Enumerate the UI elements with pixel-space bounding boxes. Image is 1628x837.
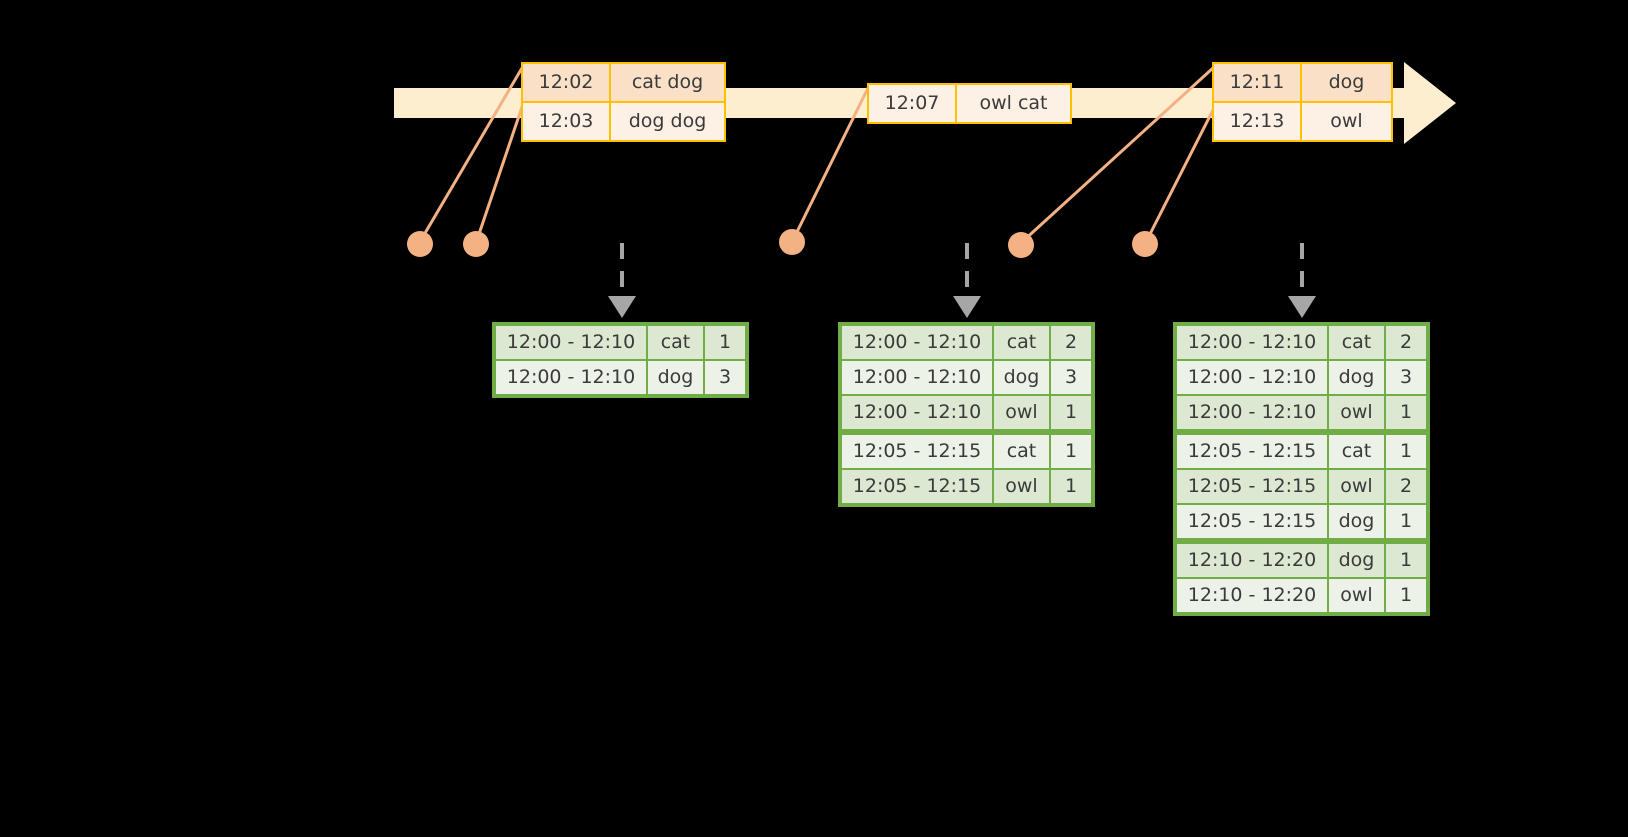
dashed-arrow-head-3 [1288, 296, 1316, 318]
cell-count: 1 [1386, 396, 1426, 429]
cell-window: 12:05 - 12:15 [1177, 470, 1327, 503]
event-time: 12:02 [523, 64, 611, 101]
event-row: 12:02 cat dog [523, 64, 724, 101]
cell-count: 1 [1386, 544, 1426, 577]
event-words: dog dog [628, 110, 707, 132]
cell-window: 12:05 - 12:15 [1177, 505, 1327, 538]
cell-word: dog [1329, 544, 1384, 577]
event-words: cat dog [631, 71, 704, 93]
cell-word: owl [994, 396, 1049, 429]
cell-window: 12:00 - 12:10 [496, 361, 646, 394]
cell-count: 3 [705, 361, 745, 394]
cell-count: 1 [1386, 579, 1426, 612]
cell-word: owl [994, 470, 1049, 503]
event-row: 12:13 owl [1214, 101, 1391, 140]
cell-word: cat [1329, 326, 1384, 359]
window-group-separator [1176, 430, 1427, 434]
cell-window: 12:00 - 12:10 [842, 396, 992, 429]
cell-word: dog [648, 361, 703, 394]
dashed-arrow-head-2 [953, 296, 981, 318]
cell-word: dog [1329, 361, 1384, 394]
cell-window: 12:00 - 12:10 [842, 361, 992, 394]
cell-word: dog [1329, 505, 1384, 538]
cell-window: 12:10 - 12:20 [1177, 544, 1327, 577]
dashed-arrow-head-1 [608, 296, 636, 318]
cell-word: owl [1329, 470, 1384, 503]
cell-count: 1 [1386, 505, 1426, 538]
marker-dots [407, 229, 1158, 258]
cell-count: 1 [1051, 470, 1091, 503]
marker-dot-3 [779, 229, 805, 255]
cell-count: 2 [1386, 470, 1426, 503]
event-group-3: 12:11 dog 12:13 owl [1212, 62, 1393, 142]
dashed-arrows [620, 243, 1304, 300]
cell-word: cat [994, 326, 1049, 359]
connector-line-2 [475, 105, 524, 242]
event-words: owl [1330, 110, 1363, 132]
cell-count: 1 [705, 326, 745, 359]
cell-word: owl [1329, 579, 1384, 612]
cell-window: 12:05 - 12:15 [1177, 435, 1327, 468]
cell-window: 12:10 - 12:20 [1177, 579, 1327, 612]
cell-word: cat [994, 435, 1049, 468]
event-words: dog [1328, 71, 1365, 93]
window-group-separator [1176, 539, 1427, 543]
cell-count: 1 [1386, 435, 1426, 468]
connector-line-5 [1144, 108, 1215, 244]
connector-line-1 [419, 66, 524, 242]
cell-window: 12:05 - 12:15 [842, 435, 992, 468]
cell-window: 12:05 - 12:15 [842, 470, 992, 503]
cell-word: dog [994, 361, 1049, 394]
cell-word: cat [648, 326, 703, 359]
cell-count: 1 [1051, 435, 1091, 468]
event-group-1: 12:02 cat dog 12:03 dog dog [521, 62, 726, 142]
marker-dot-2 [463, 231, 489, 257]
event-time: 12:13 [1214, 103, 1302, 140]
event-time: 12:07 [869, 85, 957, 122]
cell-count: 1 [1051, 396, 1091, 429]
cell-count: 2 [1051, 326, 1091, 359]
event-words: owl cat [979, 92, 1048, 114]
cell-count: 2 [1386, 326, 1426, 359]
window-group-separator [841, 430, 1092, 434]
cell-word: owl [1329, 396, 1384, 429]
cell-count: 3 [1051, 361, 1091, 394]
marker-dot-5 [1132, 231, 1158, 257]
cell-window: 12:00 - 12:10 [842, 326, 992, 359]
cell-count: 3 [1386, 361, 1426, 394]
event-row: 12:07 owl cat [869, 85, 1070, 122]
cell-window: 12:00 - 12:10 [1177, 326, 1327, 359]
event-group-2: 12:07 owl cat [867, 83, 1072, 124]
event-time: 12:11 [1214, 64, 1302, 101]
marker-dot-1 [407, 231, 433, 257]
event-row: 12:03 dog dog [523, 101, 724, 140]
dashed-arrow-heads [608, 296, 1316, 318]
connector-line-3 [791, 86, 870, 242]
cell-window: 12:00 - 12:10 [1177, 396, 1327, 429]
cell-window: 12:00 - 12:10 [496, 326, 646, 359]
cell-word: cat [1329, 435, 1384, 468]
marker-dot-4 [1008, 232, 1034, 258]
cell-window: 12:00 - 12:10 [1177, 361, 1327, 394]
event-time: 12:03 [523, 103, 611, 140]
event-row: 12:11 dog [1214, 64, 1391, 101]
